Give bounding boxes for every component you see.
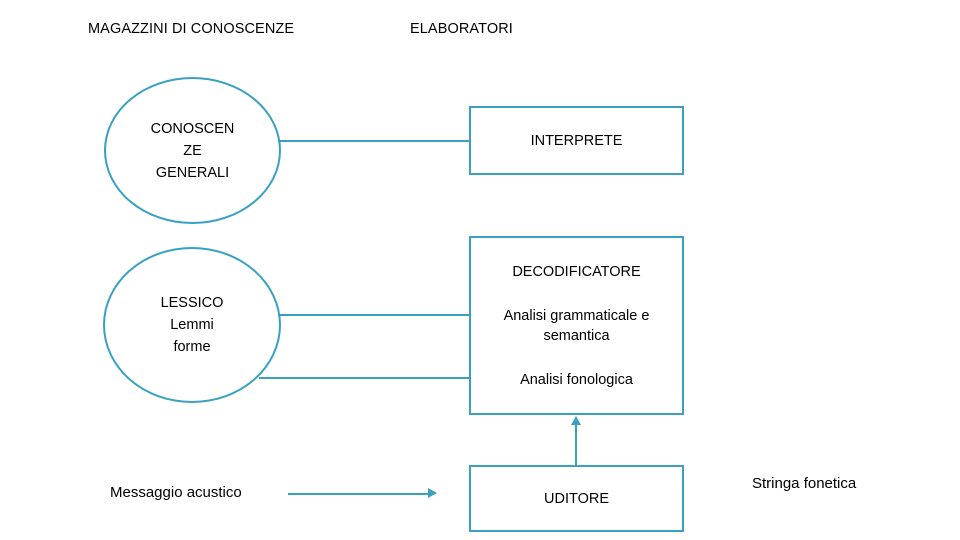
- column-header-knowledge-stores: MAGAZZINI DI CONOSCENZE: [88, 21, 295, 37]
- node-lessico[interactable]: LESSICO Lemmi forme: [103, 247, 281, 403]
- node-conoscenze-line-3: GENERALI: [155, 164, 230, 181]
- node-lessico-line-3: forme: [173, 339, 211, 355]
- arrow-uditore-to-decodificatore-shaft: [575, 424, 577, 465]
- node-decodificatore-sub-phonological: Analisi fonologica: [520, 372, 633, 388]
- arrow-up-icon: [571, 416, 581, 425]
- node-uditore[interactable]: UDITORE: [469, 465, 684, 532]
- connector-lessico-to-decodificatore-phonological: [259, 377, 470, 379]
- column-header-processors: ELABORATORI: [410, 21, 513, 37]
- node-lessico-line-2: Lemmi: [170, 317, 214, 333]
- connector-conoscenze-to-interprete: [278, 140, 470, 142]
- label-messaggio-acustico: Messaggio acustico: [110, 484, 242, 501]
- node-conoscenze-line-2: ZE: [183, 142, 202, 159]
- node-decodificatore-sub-grammatical: Analisi grammaticale e semantica: [503, 308, 650, 344]
- node-decodificatore[interactable]: DECODIFICATORE Analisi grammaticale e se…: [469, 236, 684, 415]
- node-interprete-label: INTERPRETE: [530, 132, 623, 149]
- node-uditore-label: UDITORE: [544, 490, 609, 507]
- node-lessico-line-1: LESSICO: [160, 295, 224, 311]
- connector-lessico-to-decodificatore-grammatical: [278, 314, 470, 316]
- node-interprete[interactable]: INTERPRETE: [469, 106, 684, 175]
- node-conoscenze-line-1: CONOSCEN: [150, 120, 235, 137]
- arrow-messaggio-to-uditore-shaft: [288, 493, 432, 495]
- node-decodificatore-title: DECODIFICATORE: [512, 264, 641, 280]
- node-lessico-label: LESSICO Lemmi forme: [117, 292, 267, 358]
- node-conoscenze-generali-label: CONOSCEN ZE GENERALI: [118, 118, 267, 184]
- label-stringa-fonetica: Stringa fonetica: [752, 475, 857, 492]
- arrow-right-icon: [428, 488, 437, 498]
- node-conoscenze-generali[interactable]: CONOSCEN ZE GENERALI: [104, 77, 281, 224]
